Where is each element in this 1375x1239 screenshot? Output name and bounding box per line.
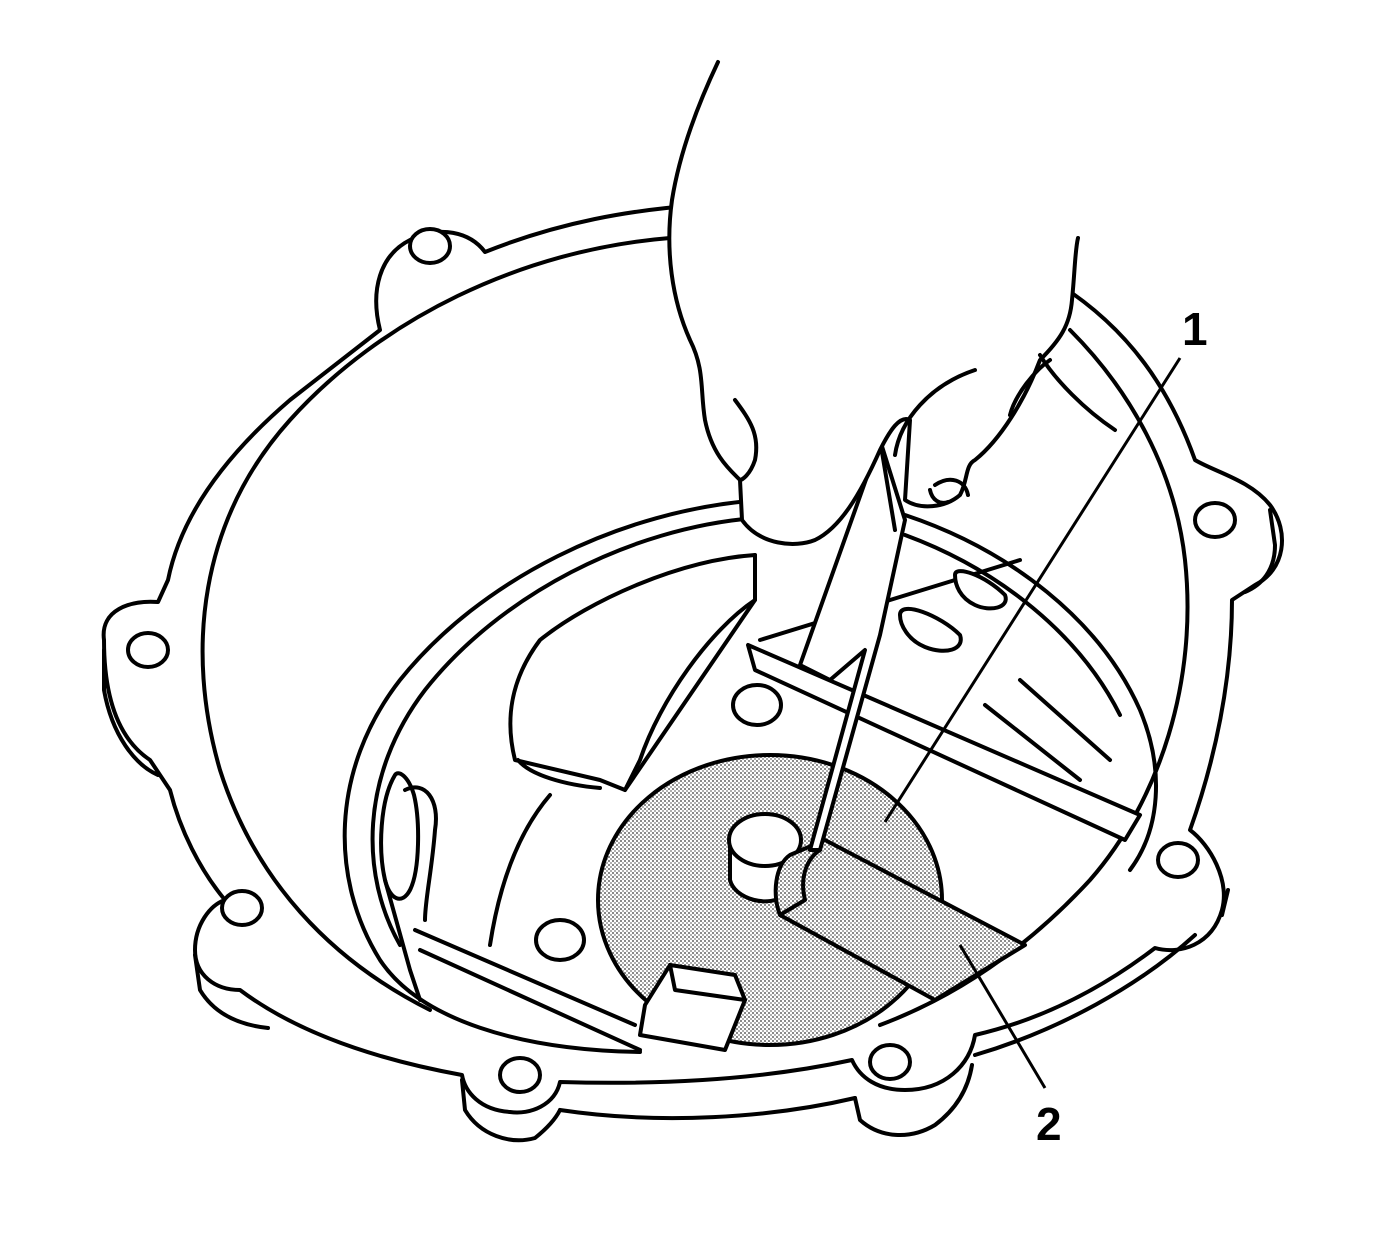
bolt-hole xyxy=(868,1043,912,1081)
internal-details xyxy=(379,553,783,1052)
bolt-hole xyxy=(498,1056,542,1094)
disc-tab xyxy=(638,963,747,1052)
bolt-hole xyxy=(126,631,170,669)
callout-1: 1 xyxy=(1182,303,1208,355)
inner-bolt-hole xyxy=(534,918,586,962)
hand xyxy=(667,60,1117,546)
callout-2: 2 xyxy=(1036,1098,1062,1150)
bolt-holes xyxy=(126,227,1237,1094)
bolt-hole xyxy=(1156,841,1200,879)
pick-tool xyxy=(798,438,907,852)
right-rail xyxy=(746,558,1142,842)
bolt-hole xyxy=(1193,501,1237,539)
leader-lines xyxy=(883,357,1182,1089)
inner-bolt-hole xyxy=(731,683,783,727)
bolt-hole xyxy=(220,889,264,927)
bolt-hole xyxy=(408,227,452,265)
leader-line-1 xyxy=(883,357,1182,823)
magnet-bar xyxy=(773,838,1027,1002)
leader-line-2 xyxy=(958,944,1047,1089)
